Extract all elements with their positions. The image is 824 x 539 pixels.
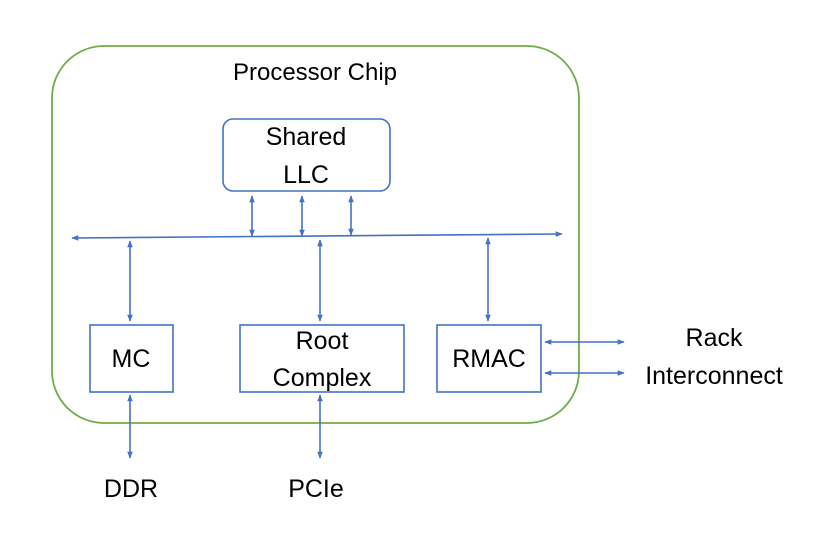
shared-llc-block xyxy=(222,118,391,192)
mc-label: MC xyxy=(112,345,151,373)
pcie-label: PCIe xyxy=(288,475,344,503)
rmac-label: RMAC xyxy=(452,345,526,373)
shared-llc-label-line2: LLC xyxy=(283,161,329,189)
processor-chip-outline xyxy=(51,45,580,424)
rack-interconnect-label-line2: Interconnect xyxy=(645,362,783,390)
rack-interconnect-label-line1: Rack xyxy=(686,324,743,352)
root-complex-block xyxy=(239,324,405,393)
root-complex-label-line1: Root xyxy=(296,327,349,355)
ddr-label: DDR xyxy=(104,475,158,503)
rmac-block xyxy=(436,324,542,393)
mc-block xyxy=(89,324,174,393)
shared-llc-label-line1: Shared xyxy=(266,123,347,151)
root-complex-label-line2: Complex xyxy=(273,364,372,392)
interconnect-bus xyxy=(71,231,563,241)
processor-chip-title: Processor Chip xyxy=(233,59,397,86)
